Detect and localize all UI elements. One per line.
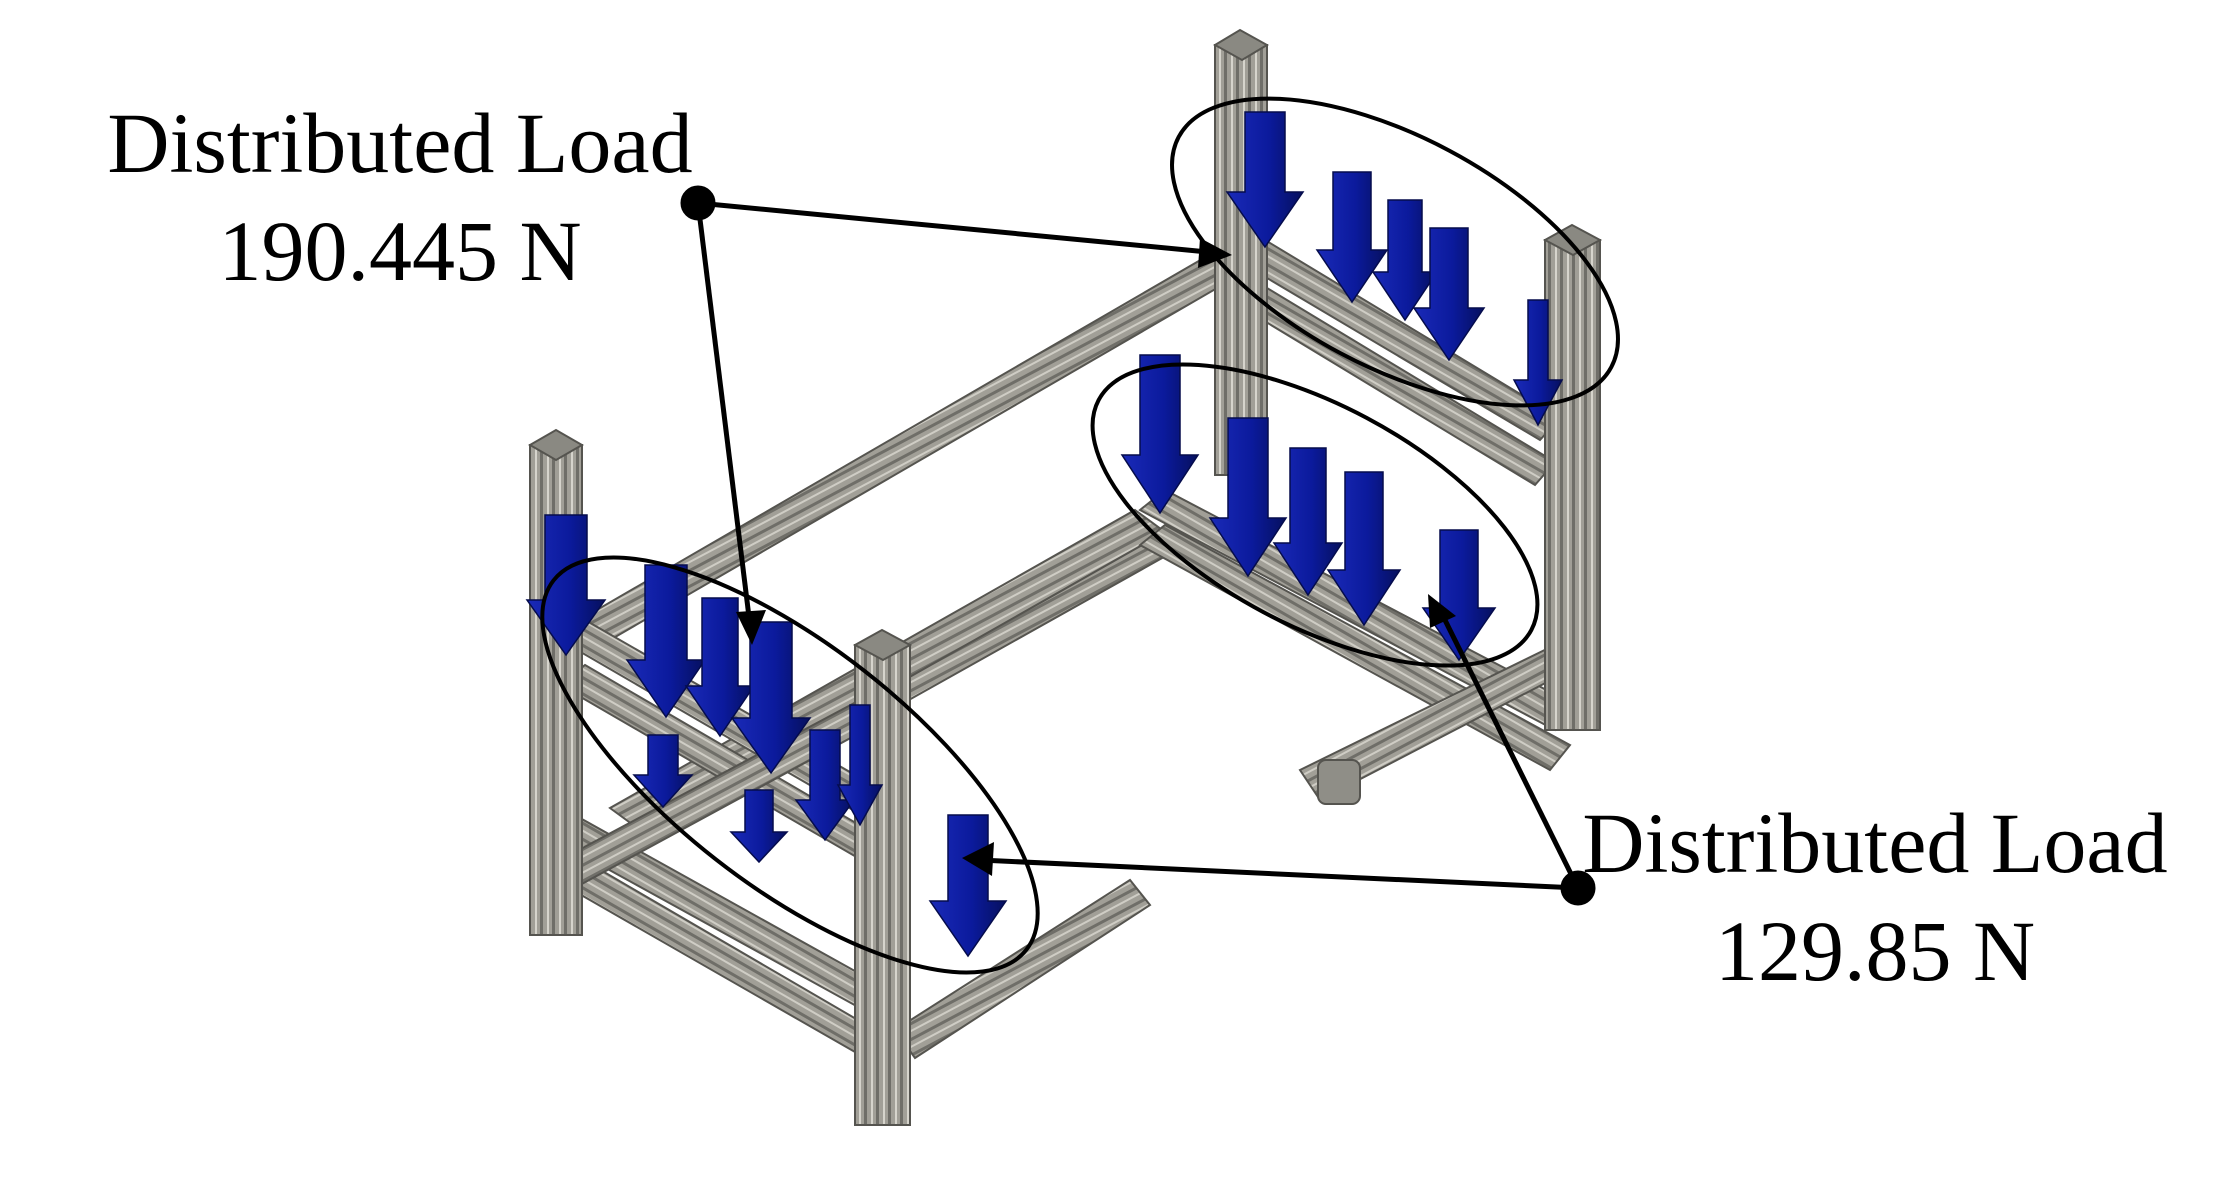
- load-arrow: [1412, 227, 1486, 362]
- load-annotation-top-left: Distributed Load 190.445 N: [40, 100, 760, 316]
- load-arrow: [1208, 417, 1288, 578]
- load-arrow: [730, 621, 812, 775]
- load-arrow: [1272, 447, 1344, 597]
- frame-post-back-center: [1214, 44, 1268, 476]
- ellipse-right-middle: [1090, 362, 1540, 668]
- extrusion-end-profile: [1317, 759, 1361, 805]
- load-arrow: [1326, 471, 1402, 627]
- leader-arrowhead: [1428, 594, 1456, 628]
- load-arrow: [525, 514, 607, 657]
- load-arrow: [1225, 111, 1305, 249]
- annotation-value: 190.445 N: [218, 203, 582, 299]
- leader-arrowhead: [1198, 238, 1232, 268]
- load-arrow: [794, 729, 856, 842]
- annotation-label: Distributed Load: [107, 95, 693, 191]
- load-annotation-bottom-right: Distributed Load 129.85 N: [1535, 800, 2215, 1016]
- leader-lines: [680, 185, 1596, 906]
- frame-beam-back-lower: [868, 523, 1182, 707]
- leader-line: [979, 857, 1579, 891]
- post-cap-back: [1213, 28, 1269, 62]
- ellipse-back-right: [1170, 96, 1620, 408]
- load-arrow: [1371, 199, 1439, 322]
- frame-post-right: [1544, 239, 1601, 731]
- load-arrow: [1120, 354, 1200, 515]
- load-arrow: [632, 734, 694, 809]
- leader-line: [1437, 608, 1581, 890]
- load-arrow: [1315, 171, 1389, 304]
- leader-arrowhead: [962, 842, 994, 876]
- load-arrow: [836, 704, 884, 827]
- post-cap-left: [527, 428, 585, 462]
- annotation-value: 129.85 N: [1714, 903, 2036, 999]
- load-arrow: [729, 789, 789, 864]
- leader-line: [697, 200, 1219, 256]
- ellipse-front-left: [540, 555, 1040, 975]
- leader-arrowhead: [736, 610, 766, 645]
- load-group-ellipses: [540, 96, 1620, 975]
- load-arrow: [928, 814, 1008, 958]
- leader-line: [695, 202, 753, 626]
- load-arrow: [625, 564, 707, 719]
- post-cap-front: [852, 628, 913, 662]
- annotation-label: Distributed Load: [1582, 795, 2168, 891]
